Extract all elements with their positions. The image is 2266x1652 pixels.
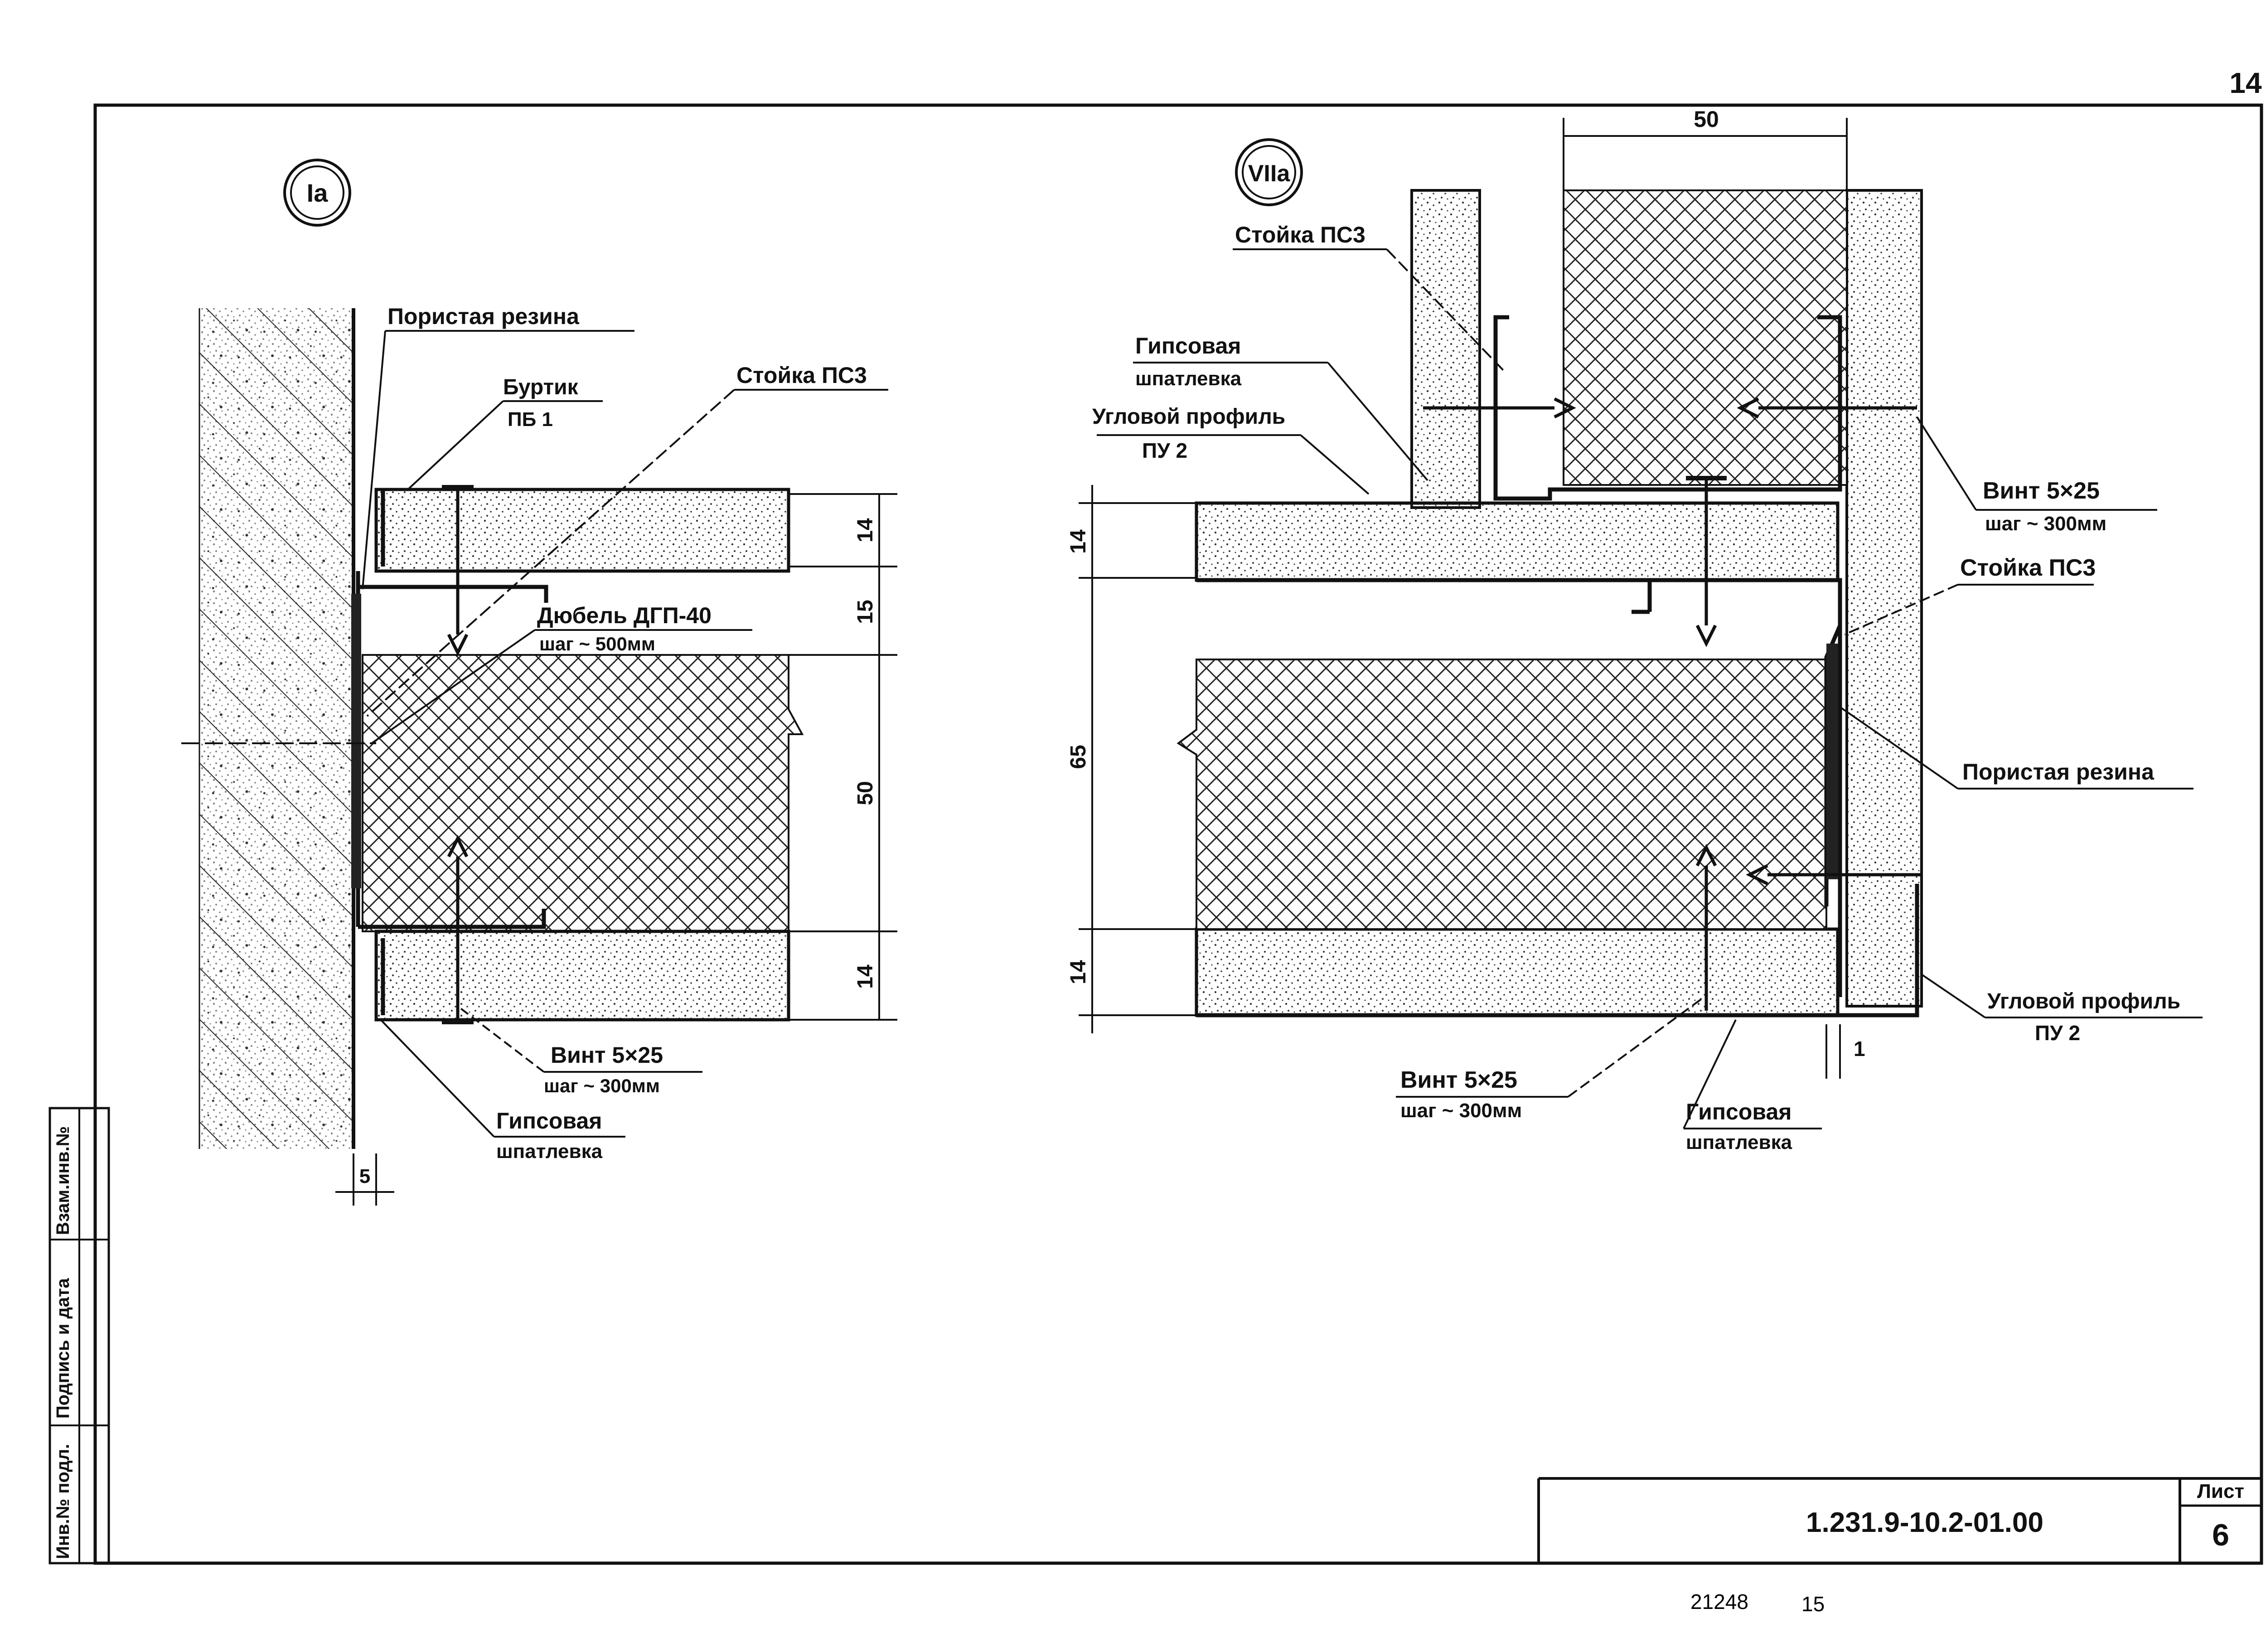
svg-text:5: 5: [359, 1165, 370, 1187]
gypsum-board-top-left: [374, 488, 790, 573]
label-screw-right-1: Винт 5×25: [1983, 478, 2100, 504]
label-dowel: Дюбель ДГП-40: [537, 603, 712, 628]
svg-text:50: 50: [853, 781, 877, 805]
label-burtik-code: ПБ 1: [508, 408, 553, 431]
sheet-number: 6: [2212, 1518, 2229, 1552]
gypsum-board-bottom-left: [374, 930, 790, 1022]
screws-right: [1423, 397, 1922, 1011]
svg-text:14: 14: [853, 518, 877, 543]
insulation-left: [362, 654, 804, 932]
leaders-right: [1097, 248, 2203, 1129]
gypsum-boards-vertical-right: [1410, 189, 1923, 1008]
label-dowel-step: шаг ~ 500мм: [539, 633, 655, 654]
dimension-chain-left: [335, 493, 897, 1206]
label-stoyka-left: Стойка ПС3: [736, 363, 867, 388]
svg-text:14: 14: [853, 964, 877, 989]
gypsum-boards-horizontal-right: [1195, 501, 1840, 1017]
stamp-signature-date: Подпись и дата: [53, 1278, 73, 1419]
label-gypsum-right-top-2: шпатлевка: [1135, 368, 1242, 390]
stamp-inv-podl: Инв.№ подл.: [53, 1444, 73, 1559]
leaders-left: [362, 330, 888, 1138]
screws-left: [181, 485, 474, 1024]
svg-text:Iа: Iа: [307, 179, 329, 207]
label-screw-bottom-2: шаг ~ 300мм: [1400, 1100, 1522, 1122]
detail-right-marker: VIIа: [1235, 138, 1303, 206]
svg-text:50: 50: [1694, 107, 1719, 132]
label-corner-right-top-1: Угловой профиль: [1092, 405, 1285, 429]
label-burtik: Буртик: [503, 375, 579, 399]
porous-rubber-strip-left: [351, 594, 361, 888]
footer-code: 21248: [1690, 1590, 1748, 1613]
label-corner-right-bot-1: Угловой профиль: [1987, 989, 2180, 1013]
sheet-designation: 1.231.9-10.2-01.00: [1806, 1507, 2043, 1538]
svg-text:14: 14: [1066, 529, 1090, 554]
concrete-wall: [199, 308, 355, 1149]
insulation-top-right: [1563, 189, 1848, 486]
label-screw-right-2: шаг ~ 300мм: [1985, 513, 2106, 535]
sheet-frame: [48, 103, 2263, 1565]
label-gypsum-right-bot-2: шпатлевка: [1686, 1131, 1792, 1153]
svg-text:1: 1: [1854, 1037, 1865, 1061]
detail-left-marker: Iа: [283, 159, 351, 227]
label-gypsum-left-1: Гипсовая: [496, 1108, 602, 1134]
svg-text:65: 65: [1066, 745, 1090, 769]
label-gypsum-right-bot-1: Гипсовая: [1686, 1099, 1791, 1124]
dimension-chain-right: [1079, 118, 1848, 1079]
label-porous-rubber-right: Пористая резина: [1962, 759, 2155, 785]
footer-page: 15: [1801, 1592, 1825, 1616]
svg-text:15: 15: [853, 600, 877, 624]
label-gypsum-left-2: шпатлевка: [496, 1140, 603, 1163]
page-number: 14: [2229, 67, 2262, 99]
stamp-vzam-inv: Взам.инв.№: [53, 1126, 73, 1235]
label-gypsum-right-top-1: Гипсовая: [1135, 333, 1241, 358]
label-screw-left: Винт 5×25: [551, 1042, 663, 1068]
label-corner-right-bot-2: ПУ 2: [2035, 1021, 2080, 1045]
insulation-main-right: [1177, 659, 1827, 930]
label-screw-bottom-1: Винт 5×25: [1400, 1067, 1517, 1093]
label-stoyka-right: Стойка ПС3: [1960, 555, 2096, 581]
label-porous-rubber-left: Пористая резина: [387, 304, 580, 329]
svg-text:14: 14: [1066, 960, 1090, 984]
label-stoyka-right-top: Стойка ПС3: [1235, 222, 1365, 247]
sheet-label: Лист: [2197, 1480, 2244, 1502]
svg-text:VIIа: VIIа: [1248, 160, 1291, 187]
porous-rubber-strip-right: [1826, 644, 1838, 879]
label-screw-step-left: шаг ~ 300мм: [544, 1075, 660, 1096]
label-corner-right-top-2: ПУ 2: [1142, 439, 1187, 462]
